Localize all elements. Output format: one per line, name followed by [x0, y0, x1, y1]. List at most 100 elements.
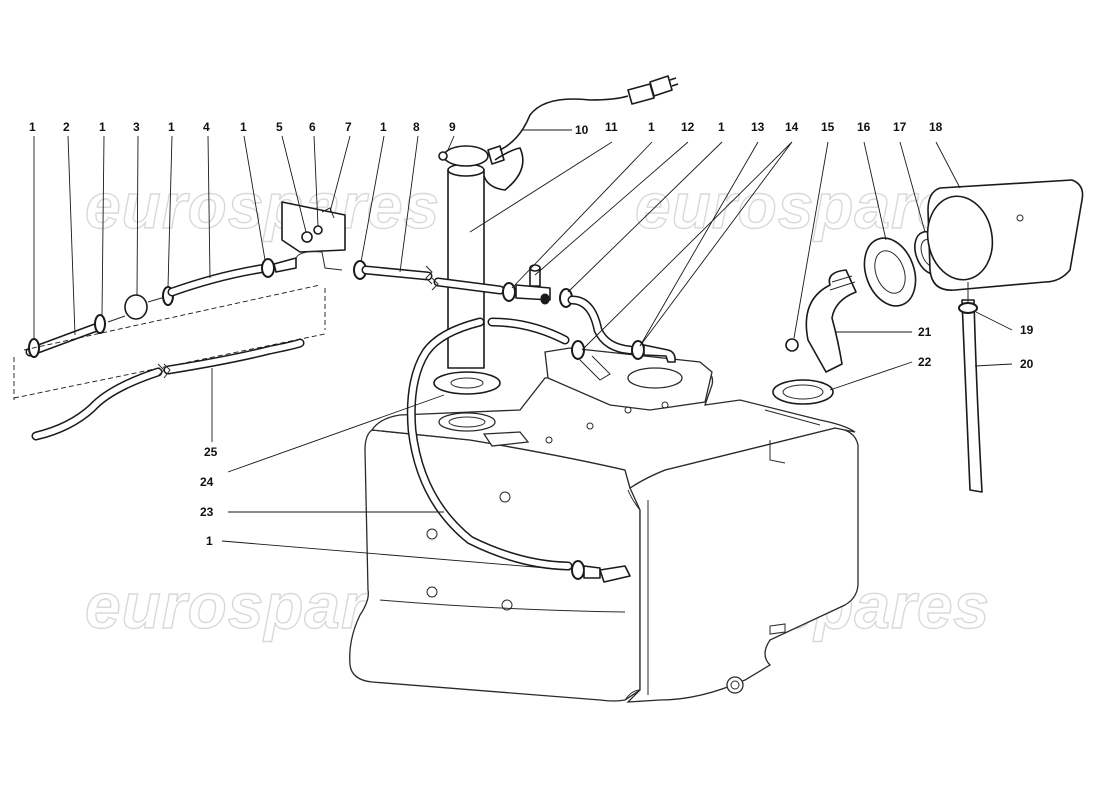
tank-boss-2	[426, 528, 438, 540]
pipe-elbow	[643, 344, 676, 363]
wire-connector-pins	[669, 77, 679, 87]
check-valve	[124, 294, 148, 320]
callout-top-14: 10	[575, 123, 589, 137]
filler-grommet-inner	[874, 250, 906, 294]
bracket-pipe	[295, 251, 343, 271]
drain-tube-clip	[958, 302, 978, 314]
pipe-25	[31, 338, 305, 441]
pipe-stub	[273, 257, 297, 273]
callout-top-10: 7	[345, 120, 352, 134]
callout-top-15: 11	[605, 120, 618, 134]
tank-front-face	[349, 429, 641, 702]
leader-lines	[33, 129, 1013, 571]
tank-filler-stub	[764, 409, 821, 464]
callout-top-19: 13	[751, 120, 765, 134]
wire-connector-a	[627, 83, 655, 105]
callout-top-21: 15	[821, 120, 835, 134]
vent-line-assembly	[13, 201, 433, 400]
filler-nut	[785, 338, 799, 352]
wire-main	[499, 95, 629, 151]
callout-side-22: 22	[918, 355, 932, 369]
tank-top-face	[370, 367, 856, 490]
filler-hose-ribs	[829, 275, 856, 291]
tank-stud-4	[661, 401, 669, 409]
hose-clamp-i	[571, 340, 585, 360]
watermark-top-left: eurospares	[85, 170, 440, 242]
pipe-25-break	[157, 363, 171, 379]
center-fuel-lines	[406, 264, 676, 583]
callout-top-6: 4	[203, 120, 210, 134]
filler-hose	[805, 269, 857, 373]
callout-top-9: 6	[309, 120, 316, 134]
tank-sender-ring-inner	[448, 416, 486, 428]
bracket-nut	[301, 231, 313, 243]
callout-top-8: 5	[276, 120, 283, 134]
callout-top-2: 2	[63, 120, 70, 134]
valve-stem	[107, 315, 126, 323]
wire-loop	[483, 147, 524, 191]
filler-gasket-inner	[782, 384, 824, 400]
fuel-level-sender	[433, 145, 505, 395]
sender-head	[443, 145, 489, 167]
filler-gasket	[772, 379, 834, 405]
dashed-link-bottom	[13, 333, 326, 399]
callout-side-24: 24	[200, 475, 214, 489]
tank-boss-4	[501, 599, 513, 611]
callout-top-22: 16	[857, 120, 871, 134]
callout-top-3: 1	[99, 120, 106, 134]
tank-platform-rib	[579, 355, 611, 381]
outlet-pipe	[599, 565, 631, 583]
callout-side-20: 20	[1020, 357, 1034, 371]
callout-labels: 1 2 1 3 1 4 1 5 6 7 1 8 9 10 11 1 12 1 1…	[29, 120, 1034, 548]
callout-top-23: 17	[893, 120, 907, 134]
bracket-tab	[321, 207, 335, 219]
hose-clamp-d	[261, 258, 275, 278]
tank-edge-lines	[624, 489, 641, 701]
sender-connector	[487, 145, 505, 165]
sender-head-nipple	[438, 151, 448, 161]
wire-connector-b	[649, 75, 673, 97]
callout-top-11: 1	[380, 120, 387, 134]
filler-housing-hole	[1016, 214, 1024, 222]
tank-stud-3	[624, 406, 632, 414]
filler-neck-assembly	[772, 179, 1084, 493]
callout-top-20: 14	[785, 120, 799, 134]
fuel-tank	[349, 347, 859, 703]
callout-top-12: 8	[413, 120, 420, 134]
hose-clamp-b	[94, 314, 106, 334]
callout-side-25: 25	[204, 445, 218, 459]
callout-top-1: 1	[29, 120, 36, 134]
callout-top-24: 18	[929, 120, 943, 134]
tank-plate	[482, 431, 530, 447]
callout-side-21: 21	[918, 325, 932, 339]
filler-housing-opening	[926, 195, 994, 281]
callout-top-13: 9	[449, 120, 456, 134]
hose-8-break	[425, 265, 433, 285]
tank-seam	[379, 599, 626, 613]
hose-clamp-f	[502, 282, 516, 302]
callout-top-17: 12	[681, 120, 695, 134]
sender-wiring	[483, 75, 679, 191]
dashed-bracket	[13, 288, 326, 400]
tank-boss-3	[426, 586, 438, 598]
tank-stud-1	[545, 436, 553, 444]
bracket	[281, 201, 346, 253]
callout-side-23: 23	[200, 505, 214, 519]
callout-top-7: 1	[240, 120, 247, 134]
tank-tab	[769, 623, 786, 635]
tank-sender-ring	[438, 412, 496, 432]
sender-gasket-hole	[450, 377, 484, 389]
sender-gasket	[433, 371, 501, 395]
tank-boss-1	[499, 491, 511, 503]
callout-top-5: 1	[168, 120, 175, 134]
sender-tube	[447, 169, 485, 369]
callout-side-1: 1	[206, 534, 213, 548]
tank-pump-opening	[627, 367, 683, 389]
drain-tube	[961, 299, 983, 493]
outlet-fitting	[583, 565, 601, 579]
tank-drain-plug-inner	[730, 680, 740, 690]
callout-side-19: 19	[1020, 323, 1034, 337]
callout-top-4: 3	[133, 120, 140, 134]
tank-drain-plug	[726, 676, 744, 694]
